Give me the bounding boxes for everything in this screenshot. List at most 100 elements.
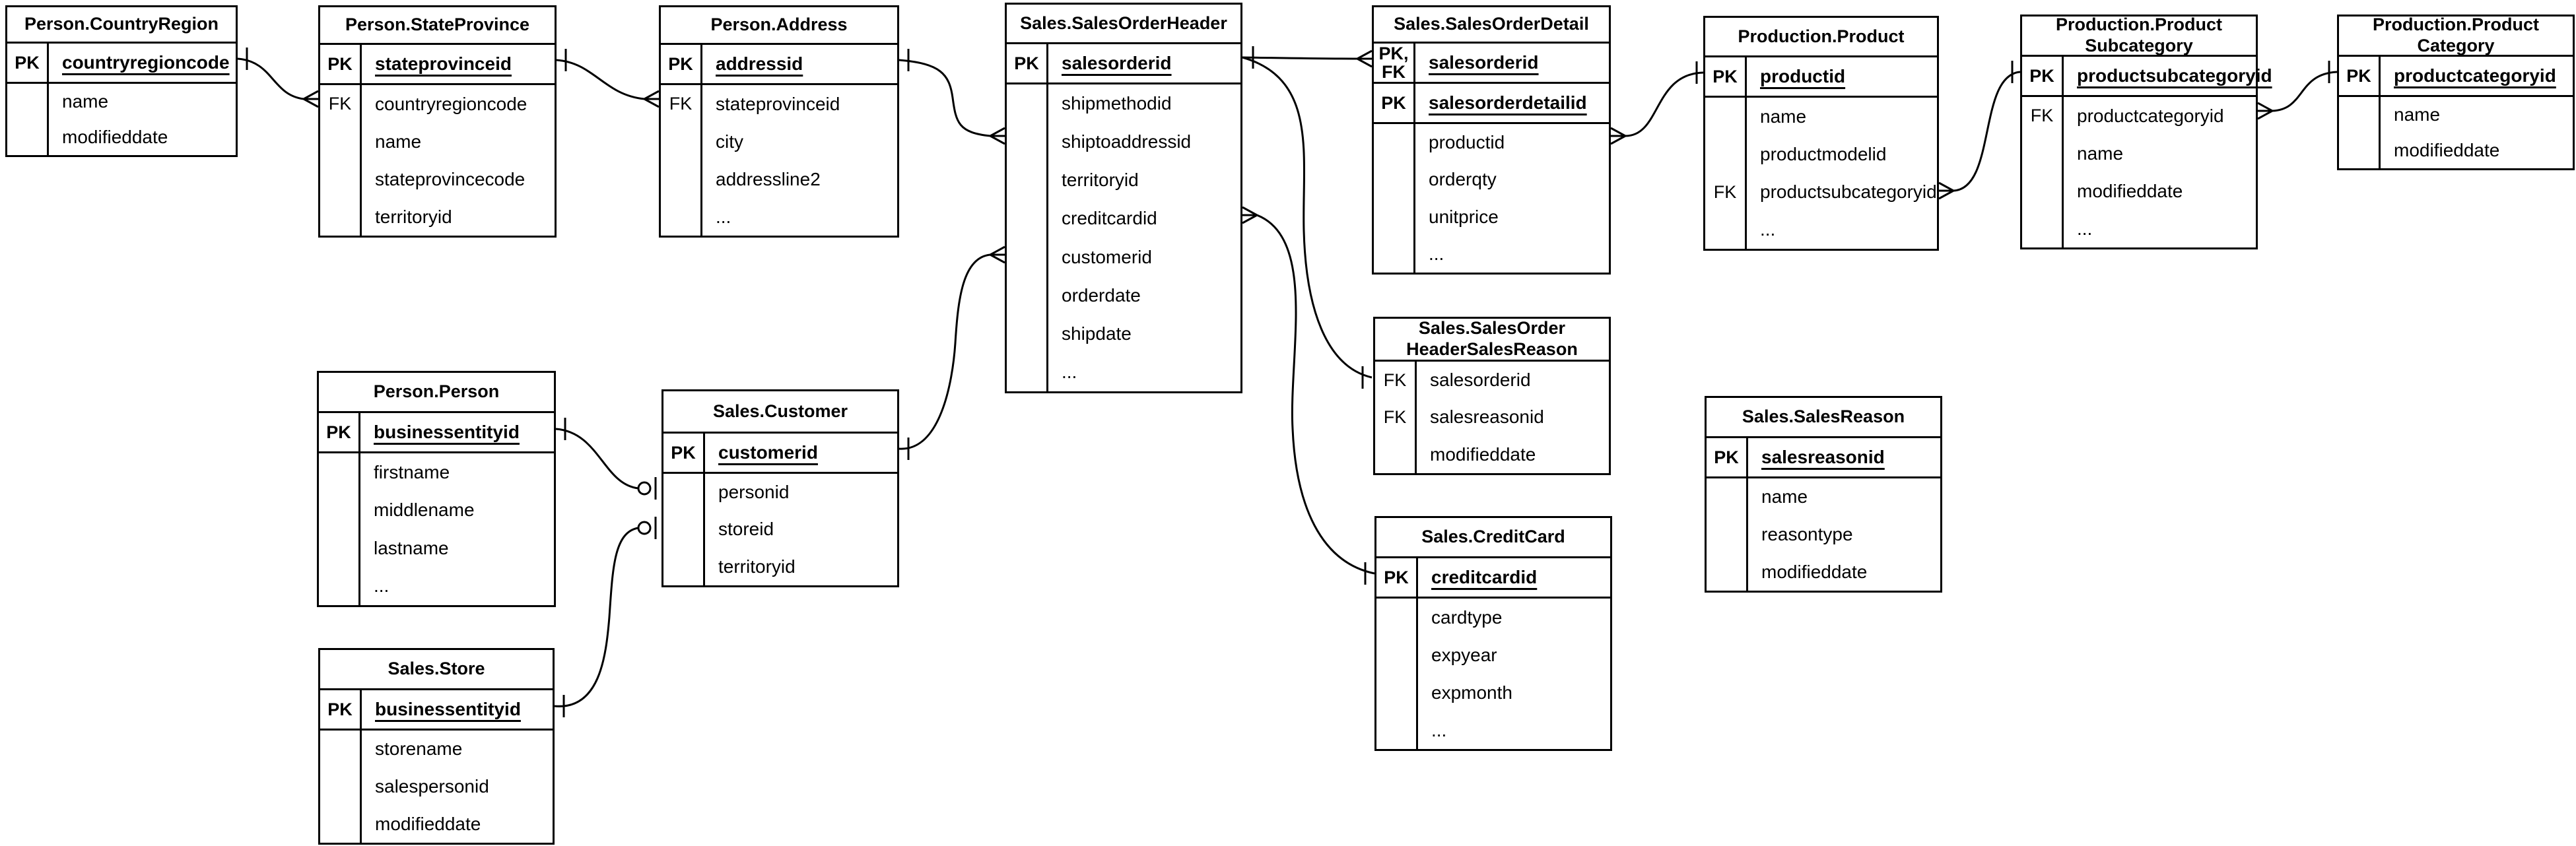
attribute-row: modifieddate: [1707, 553, 1940, 591]
table-title: Production.Product: [1705, 18, 1937, 57]
attribute-name: productcategoryid: [2077, 105, 2224, 126]
attribute-name: creditcardid: [1062, 208, 1157, 229]
attribute-row: modifieddate: [7, 119, 236, 155]
attribute-name: modifieddate: [1430, 443, 1536, 465]
attribute-name: territoryid: [718, 556, 796, 577]
table-title: Sales.Customer: [663, 391, 897, 434]
attribute-row: cardtype: [1376, 599, 1610, 636]
attribute-row: orderdate: [1007, 276, 1240, 315]
attribute-name: name: [1761, 486, 1808, 507]
attribute-row: personid: [663, 474, 897, 511]
table-title: Sales.SalesOrderHeader: [1007, 5, 1240, 44]
key-attribute-name: stateprovinceid: [375, 53, 512, 74]
relationship-line: [1256, 214, 1375, 575]
table-title-line: Sales.SalesOrder: [1418, 318, 1566, 339]
attribute-name: modifieddate: [1761, 561, 1868, 582]
key-type-label: PK: [320, 45, 362, 83]
zero-circle-icon: [637, 481, 652, 496]
key-type-label: FK: [2022, 97, 2064, 135]
attribute-row: ...: [319, 567, 554, 605]
key-type-label: [319, 567, 360, 605]
key-type-label: PK, FK: [1374, 44, 1415, 82]
key-type-label: [1374, 235, 1415, 273]
attribute-row: name: [2022, 135, 2256, 172]
relationship-line: [554, 527, 639, 707]
table-title: Sales.Store: [320, 650, 553, 690]
attribute-name: lastname: [374, 537, 449, 558]
many-crowfoot-icon: [1357, 49, 1373, 68]
attribute-name: shipdate: [1062, 323, 1132, 344]
key-type-label: [1707, 478, 1748, 516]
key-type-label: [1376, 674, 1418, 711]
rel-salesorderheader-salesorderdetail: [1242, 46, 1373, 69]
table-title-line: Person.StateProvince: [345, 15, 530, 35]
relationship-line: [237, 57, 304, 100]
attribute-name: modifieddate: [2077, 180, 2183, 201]
key-type-label: [1376, 711, 1418, 749]
key-type-label: [319, 529, 360, 568]
key-type-label: [7, 119, 49, 155]
attribute-name: middlename: [374, 500, 475, 521]
relationship-line: [1242, 56, 1358, 60]
table-title: Sales.SalesReason: [1707, 398, 1940, 438]
key-attribute-name: countryregioncode: [62, 52, 230, 73]
key-type-label: [1007, 123, 1048, 162]
key-type-label: [1007, 84, 1048, 123]
attribute-name: ...: [716, 206, 731, 227]
key-type-label: PK: [7, 44, 49, 82]
key-type-label: FK: [1375, 399, 1417, 436]
rel-countryregion-stateprovince: [237, 48, 319, 108]
attribute-row: firstname: [319, 453, 554, 492]
key-attribute-name: salesorderid: [1429, 52, 1539, 73]
key-attribute-name: salesorderdetailid: [1429, 92, 1587, 113]
key-type-label: PK: [1376, 558, 1418, 597]
attribute-row: ...: [2022, 210, 2256, 247]
table-title-line: Category: [2417, 36, 2495, 55]
key-type-label: FK: [320, 85, 362, 123]
attribute-row: storeid: [663, 511, 897, 548]
rel-salesorderheader-salesorderheadersalesreason: [1242, 56, 1373, 389]
key-attribute-name: salesreasonid: [1761, 447, 1885, 467]
attribute-name: name: [2394, 104, 2441, 125]
key-type-label: [319, 453, 360, 492]
key-type-label: [1007, 238, 1048, 277]
attribute-name: ...: [1760, 219, 1776, 240]
table-title: Sales.SalesOrderDetail: [1374, 7, 1609, 44]
attribute-name: addressline2: [716, 168, 821, 189]
attribute-name: name: [1760, 106, 1807, 127]
key-type-label: [2339, 133, 2381, 168]
attribute-name: shiptoaddressid: [1062, 131, 1192, 152]
key-type-label: [1374, 124, 1415, 162]
key-type-label: PK: [2339, 57, 2381, 95]
key-type-label: PK: [320, 690, 362, 729]
attribute-name: stateprovincecode: [375, 168, 525, 189]
key-attribute-row: PK countryregioncode: [7, 44, 236, 84]
key-type-label: FK: [1375, 362, 1417, 399]
key-type-label: [663, 548, 705, 585]
attribute-name: territoryid: [375, 206, 452, 227]
